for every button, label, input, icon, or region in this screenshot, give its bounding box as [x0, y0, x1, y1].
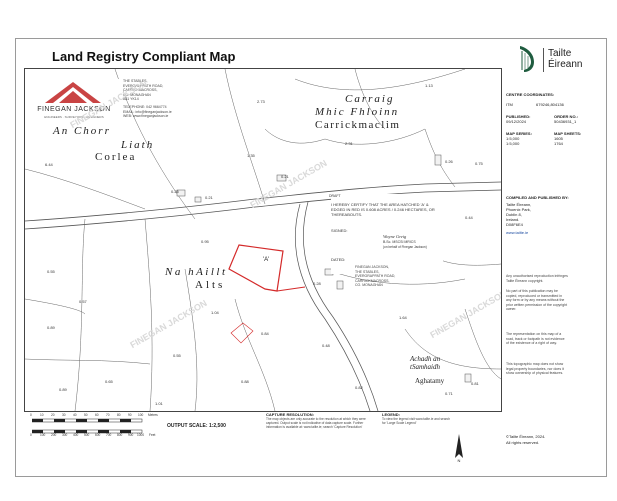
parcel-area: 0.81 [471, 381, 479, 386]
rights: All rights reserved. [506, 440, 540, 445]
parcel-area: 0.82 [355, 385, 363, 390]
logo-roof-icon [45, 82, 101, 103]
brand-divider [543, 48, 544, 72]
townland-nahaillt: Na hAillt [165, 266, 228, 278]
site-boundary-a [228, 244, 284, 292]
svg-text:N: N [458, 458, 461, 462]
draft-tag: DRAFT [329, 194, 341, 198]
legend-heading: LEGEND: [382, 412, 400, 417]
notice-topographic: This topographic map does not show legal… [506, 362, 564, 375]
published-label: PUBLISHED: [506, 114, 531, 119]
brand-name: Tailte Éireann [548, 48, 583, 70]
itm-label: ITM [506, 102, 513, 107]
parcel-area: 0.84 [261, 331, 269, 336]
published-value: 09/12/2024 [506, 119, 527, 124]
notice-right-of-way: The representation on this map of a road… [506, 332, 565, 345]
townland-carrickmaclim: Carrickmaclim [315, 119, 401, 131]
parcel-area: 6.44 [45, 162, 53, 167]
map-sheets-value: 1764 [554, 141, 563, 146]
compiled-heading: COMPILED AND PUBLISHED BY: [506, 195, 569, 200]
parcel-area: 1.64 [399, 315, 407, 320]
brand-header: Tailte Éireann [506, 42, 601, 80]
parcel-area: 0.48 [322, 343, 330, 348]
map-footer: 0 10 20 30 40 50 60 70 80 90 100 Metres … [24, 410, 500, 472]
parcel-area: 0.71 [445, 391, 453, 396]
parcel-area: 0.88 [241, 379, 249, 384]
parcel-area: 0.28 [313, 281, 321, 286]
parcel-area: 0.89 [47, 325, 55, 330]
townland-liath: Liath [121, 139, 155, 151]
townland-carraig: Carraig [345, 93, 395, 105]
map-linework [25, 69, 501, 411]
notice-copy: No part of this publication may be copie… [506, 289, 568, 311]
parcel-area: 0.55 [47, 269, 55, 274]
harp-icon [520, 46, 534, 72]
centre-coords-label: CENTRE COORDINATES: [506, 92, 555, 97]
parcel-area: 0.21 [281, 174, 289, 179]
copyright: ©Tailte Éireann, 2024. [506, 434, 546, 439]
parcel-area: 0.95 [201, 239, 209, 244]
townland-achadh: Achadh an tSamhaidh [410, 355, 441, 371]
parcel-area: 0.55 [173, 353, 181, 358]
parcel-area: 1.13 [425, 83, 433, 88]
company-address: THE STABLES, EVERGRAPPATH ROAD, CARRICKM… [123, 79, 164, 102]
behalf: (on behalf of Finegan Jackson) [383, 245, 427, 249]
parcel-area: 2.73 [257, 99, 265, 104]
site-label: 'A' [263, 257, 270, 263]
finegan-jackson-logo: FINEGAN JACKSON ENGINEERS · SURVEYORS · … [33, 79, 123, 126]
notice-reproduction: Any unauthorised reproduction infringes … [506, 274, 568, 283]
townland-corlea: Corlea [95, 151, 137, 163]
company-contact: TELEPHONE: 042 9664774 EMAIL: info@fineg… [123, 105, 172, 119]
company-tagline: ENGINEERS · SURVEYORS · DESIGNERS [44, 115, 104, 119]
parcel-area: 1.04 [211, 310, 219, 315]
map-sheets-label: MAP SHEETS: [554, 131, 582, 136]
townland-anchorr: An Chorr [53, 125, 111, 137]
compiled-address: Tailte Éireann, Phoenix Park, Dublin 8, … [506, 202, 532, 227]
side-panel: Tailte Éireann CENTRE COORDINATES: ITM 6… [506, 42, 601, 472]
parcel-area: 0.57 [79, 299, 87, 304]
parcel-area: 1.35 [247, 153, 255, 158]
parcel-area: 0.89 [59, 387, 67, 392]
dated-label: DATED: [331, 257, 346, 262]
townland-mhic: Mhic Fhloinn [315, 106, 400, 118]
map-sheets-value: 1605 [554, 136, 563, 141]
qualifications: B.Sc. MSCSI MRICS [383, 240, 416, 244]
parcel-area: 0.75 [475, 161, 483, 166]
map-series-label: MAP SERIES: [506, 131, 532, 136]
parcel-area: 0.44 [465, 215, 473, 220]
townland-alts: Alts [195, 279, 226, 291]
page-title: Land Registry Compliant Map [52, 49, 236, 64]
parcel-area: 0.25 [171, 189, 179, 194]
map-series-value: 1:5,000 [506, 141, 520, 146]
map-canvas[interactable]: FINEGAN JACKSON ENGINEERS · SURVEYORS · … [24, 68, 502, 412]
parcel-area: 0.21 [205, 195, 213, 200]
website-link[interactable]: www.tailte.ie [506, 230, 529, 235]
north-arrow-icon: N [455, 434, 463, 462]
parcel-area: 2.31 [345, 141, 353, 146]
order-no-label: ORDER NO.: [554, 114, 578, 119]
signed-label: SIGNED: [331, 228, 348, 233]
parcel-area: 1.01 [155, 401, 163, 406]
certificate-address: FINEGAN JACKSON, THE STABLES, EVERGRAPPA… [355, 265, 396, 287]
signature: Wayne Greig [383, 234, 407, 239]
parcel-area: 0.26 [445, 159, 453, 164]
order-no-value: 50436931_1 [554, 119, 577, 124]
certificate-box: DRAFT I HEREBY CERTIFY THAT THE AREA HAT… [329, 194, 443, 274]
scale-bar [32, 418, 143, 434]
legend-text: To view the legend visit www.tailte.ie a… [382, 417, 451, 426]
capture-heading: CAPTURE RESOLUTION: [266, 412, 314, 417]
capture-text: The map objects are only accurate to the… [266, 417, 366, 430]
certificate-text: I HEREBY CERTIFY THAT THE AREA HATCHED '… [331, 202, 435, 217]
townland-aghatamy: Aghatamy [415, 377, 445, 385]
company-name: FINEGAN JACKSON [37, 106, 111, 113]
map-series-value: 1:5,000 [506, 136, 520, 141]
parcel-area: 0.65 [105, 379, 113, 384]
output-scale: OUTPUT SCALE: 1:2,500 [167, 423, 226, 429]
itm-value: 679246,804136 [536, 102, 564, 107]
